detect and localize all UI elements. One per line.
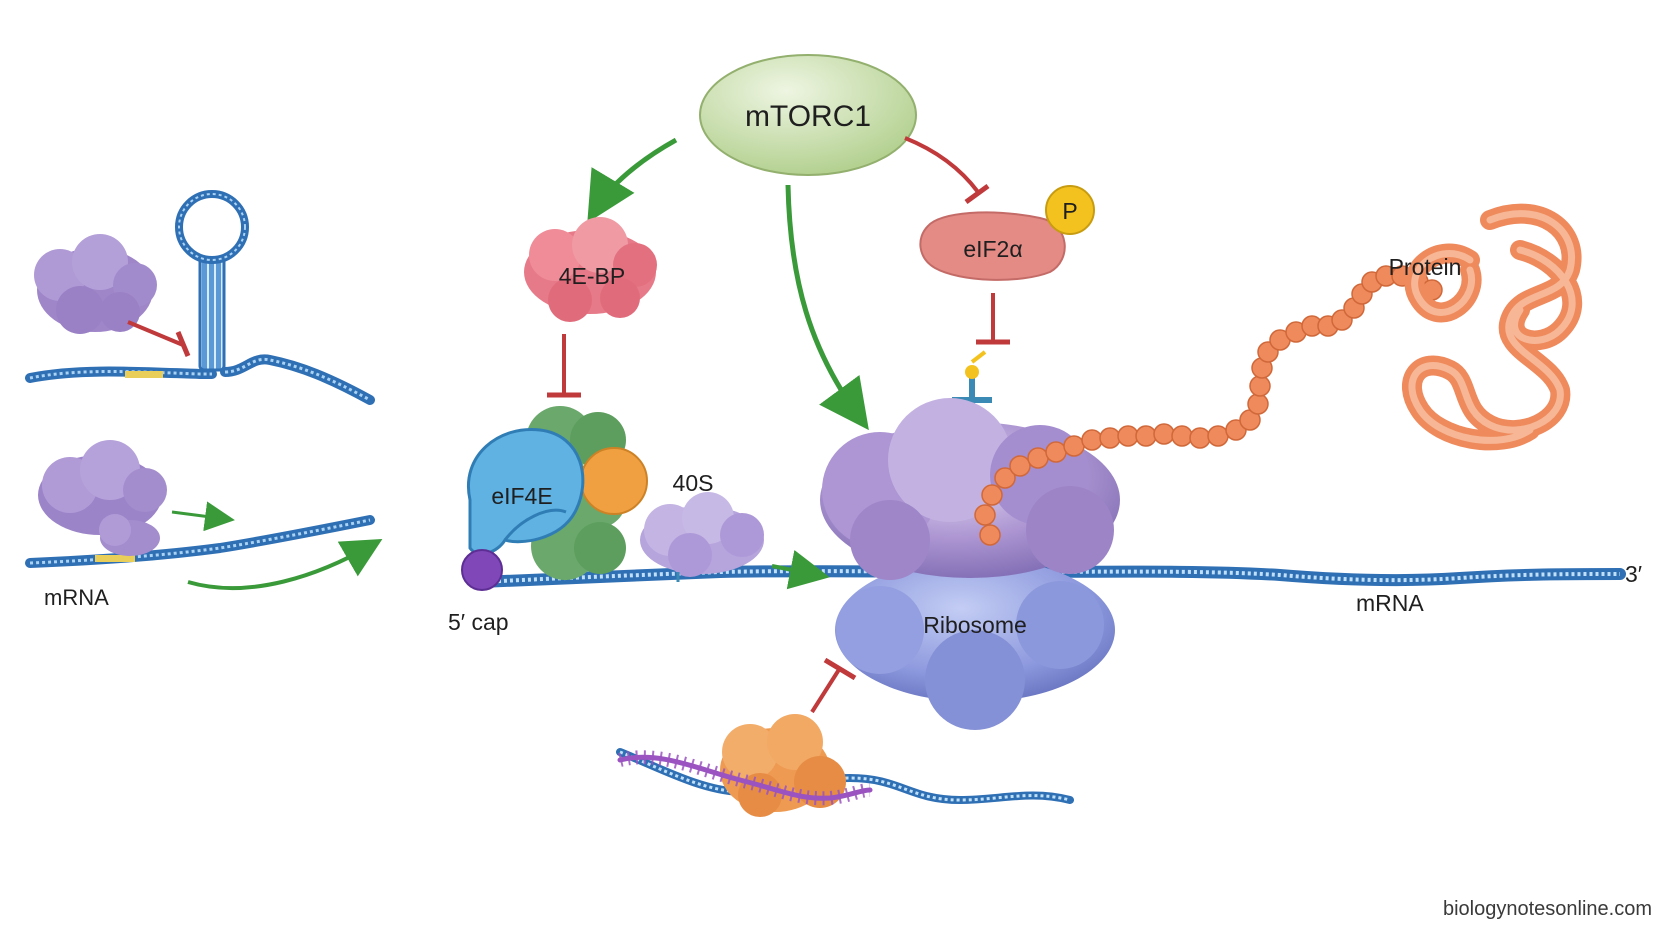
hairpin-stem bbox=[198, 256, 226, 372]
main-mrna-strand-core bbox=[479, 569, 1621, 584]
amino-acid-bead bbox=[1247, 393, 1269, 415]
left-panel-scanning: mRNA bbox=[25, 440, 383, 610]
label-mtorc1: mTORC1 bbox=[745, 100, 871, 133]
amino-acid-bead bbox=[981, 484, 1003, 506]
label-protein: Protein bbox=[1389, 254, 1462, 280]
label-eif4e: eIF4E bbox=[491, 483, 552, 509]
eif4e-pocket bbox=[503, 508, 567, 541]
inhibit-mtorc1-to-eif2a bbox=[904, 136, 990, 205]
ribosome-small-subunit bbox=[835, 558, 1115, 730]
amino-acid-bead bbox=[974, 504, 996, 526]
amino-acid-bead bbox=[1189, 427, 1211, 449]
label-eif2a: eIF2α bbox=[963, 236, 1022, 262]
four-ebp-protein: 4E-BP bbox=[524, 217, 657, 322]
inhibit-4ebp-to-eif4e bbox=[547, 334, 581, 398]
label-ribosome: Ribosome bbox=[923, 612, 1027, 638]
amino-acid-bead bbox=[1135, 425, 1157, 447]
amino-acid-bead bbox=[1081, 429, 1103, 451]
scan-arrow-long bbox=[187, 539, 383, 590]
left-mrna-strand-bottom-core bbox=[29, 518, 371, 565]
amino-acid-bead bbox=[1027, 447, 1049, 469]
left-mrna-strand-top-right bbox=[220, 354, 375, 405]
label-five-cap: 5′ cap bbox=[448, 609, 509, 635]
inhibition-bar-left bbox=[127, 320, 191, 357]
hairpin-loop-core bbox=[178, 193, 246, 261]
folded-protein: Protein bbox=[1389, 203, 1583, 451]
arrow-40s-to-ribosome bbox=[771, 549, 830, 590]
eif4e-protein bbox=[467, 427, 585, 556]
watermark: biologynotesonline.com bbox=[1442, 898, 1652, 920]
label-mrna-right: mRNA bbox=[1356, 590, 1424, 616]
arrow-mtorc1-to-ribosome bbox=[785, 184, 869, 431]
inhibit-eif2a-to-trna bbox=[976, 293, 1010, 345]
mtorc1-node: mTORC1 bbox=[699, 54, 917, 176]
risc-complex bbox=[720, 714, 846, 817]
rna-binding-protein-blob bbox=[34, 234, 157, 334]
amino-acid-bead bbox=[1117, 425, 1139, 447]
label-three-prime: 3′ bbox=[1625, 561, 1642, 587]
nascent-peptide-chain bbox=[974, 265, 1443, 546]
eif4f-complex: eIF4E 5′ cap bbox=[448, 406, 648, 635]
eif2a-protein: eIF2α P bbox=[919, 185, 1095, 281]
label-four-ebp: 4E-BP bbox=[559, 263, 625, 289]
inhibit-mirna-to-ribosome bbox=[810, 657, 857, 714]
left-mrna-strand-top-right-core bbox=[224, 357, 371, 402]
label-phospho: P bbox=[1062, 198, 1077, 224]
mirna-risc-panel bbox=[616, 714, 1074, 817]
target-mrna-strand-core bbox=[619, 750, 1071, 802]
mirna-strand bbox=[617, 754, 873, 801]
amino-acid-bead bbox=[1249, 375, 1271, 397]
scan-arrow-short bbox=[171, 501, 235, 532]
amino-acid-bead bbox=[1099, 427, 1121, 449]
arrow-mtorc1-to-4ebp bbox=[587, 137, 678, 223]
eif4a-protein bbox=[580, 447, 648, 515]
amino-acid-bead bbox=[1009, 455, 1031, 477]
left-panel-stem-loop bbox=[25, 190, 375, 405]
five-prime-cap bbox=[461, 549, 503, 591]
left-mrna-strand-top-core bbox=[29, 370, 212, 380]
scanning-ribosome-blob bbox=[38, 440, 167, 556]
label-forty-s: 40S bbox=[673, 470, 714, 496]
amino-acid-bead bbox=[994, 467, 1016, 489]
amino-acid-bead bbox=[1045, 441, 1067, 463]
phosphate-group bbox=[1045, 185, 1095, 235]
amino-acid-bead bbox=[979, 524, 1001, 546]
forty-s-subunit: 40S bbox=[640, 470, 764, 582]
left-start-highlight bbox=[95, 555, 135, 562]
start-codon-highlight bbox=[125, 371, 163, 378]
amino-acid-bead bbox=[1153, 423, 1175, 445]
amino-acid-bead bbox=[1063, 435, 1085, 457]
amino-acid-bead bbox=[1207, 425, 1229, 447]
label-mrna-left: mRNA bbox=[44, 585, 109, 610]
ribosome-large-subunit bbox=[820, 398, 1120, 580]
amino-acid-bead bbox=[1171, 425, 1193, 447]
